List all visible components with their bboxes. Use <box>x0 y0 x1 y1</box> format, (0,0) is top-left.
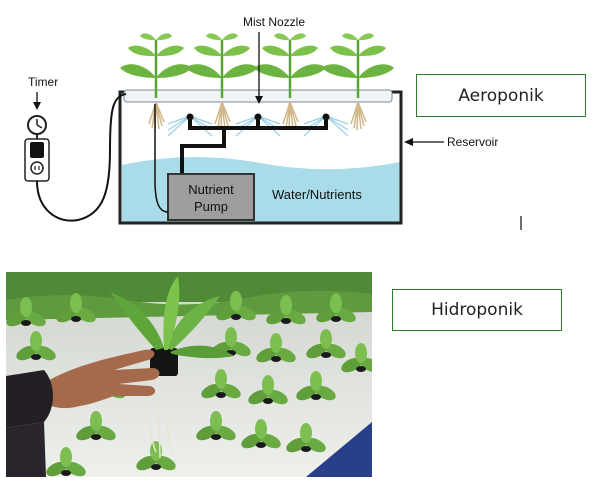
nutrient-pump-label-line2: Pump <box>194 199 228 214</box>
bed-edge <box>306 422 372 477</box>
plant <box>320 32 396 100</box>
plant-roots <box>350 101 367 131</box>
mist-nozzle-arrowhead <box>255 96 263 104</box>
plant-roots <box>214 101 231 131</box>
mist-nozzle-label: Mist Nozzle <box>243 15 305 29</box>
water-nutrients-label: Water/Nutrients <box>272 187 362 202</box>
reservoir-arrowhead <box>404 138 413 146</box>
hidroponik-caption: Hidroponik <box>392 289 562 331</box>
plants-row <box>118 32 396 100</box>
aeroponik-caption: Aeroponik <box>416 74 586 117</box>
nozzle-dots <box>186 113 330 121</box>
pump-cord <box>154 104 169 213</box>
plant <box>118 32 194 100</box>
nutrient-pump-label-line1: Nutrient <box>188 182 234 197</box>
hydroponic-photo <box>6 272 372 477</box>
nutrient-pump <box>167 173 255 221</box>
plant-roots <box>148 101 165 131</box>
plant <box>184 32 260 100</box>
reservoir-label: Reservoir <box>447 135 498 149</box>
timer-arrowhead <box>33 102 41 110</box>
timer-device <box>24 115 50 182</box>
power-cord <box>36 93 127 222</box>
held-seedling <box>110 276 234 459</box>
plant-roots <box>282 101 299 131</box>
hand <box>6 349 160 477</box>
plug-icon <box>30 142 44 158</box>
timer-label: Timer <box>28 75 58 89</box>
plant <box>252 32 328 100</box>
outlet-socket-icon <box>30 161 44 175</box>
